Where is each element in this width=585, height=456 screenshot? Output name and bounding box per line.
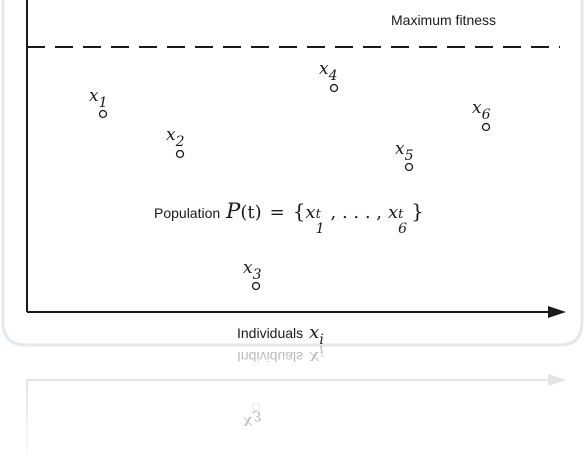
individual-point-x1 [98,109,108,119]
x-axis-arrowhead [548,306,566,318]
individual-point-x4 [329,83,339,93]
card-frame [1,0,584,347]
label-x2: x2 [166,125,185,150]
max-fitness-label: Maximum fitness [391,12,497,28]
individual-point-x6 [481,122,491,132]
label-x3-reflection: x3 [243,407,262,432]
label-x3: x3 [243,258,262,283]
individual-point-x5 [404,162,414,172]
label-x5: x5 [395,139,414,164]
individual-point-x3 [251,281,261,291]
individual-point-x2 [175,149,185,159]
population-equation: Population P (t) = { x t 1 , . . . , x t… [154,199,424,237]
label-x6: x6 [472,98,491,123]
label-x4: x4 [319,59,338,84]
x-axis-label: Individuals x i [237,322,324,348]
label-x1: x1 [89,86,108,111]
x-axis-label-reflection: Individuals x i [237,342,324,368]
